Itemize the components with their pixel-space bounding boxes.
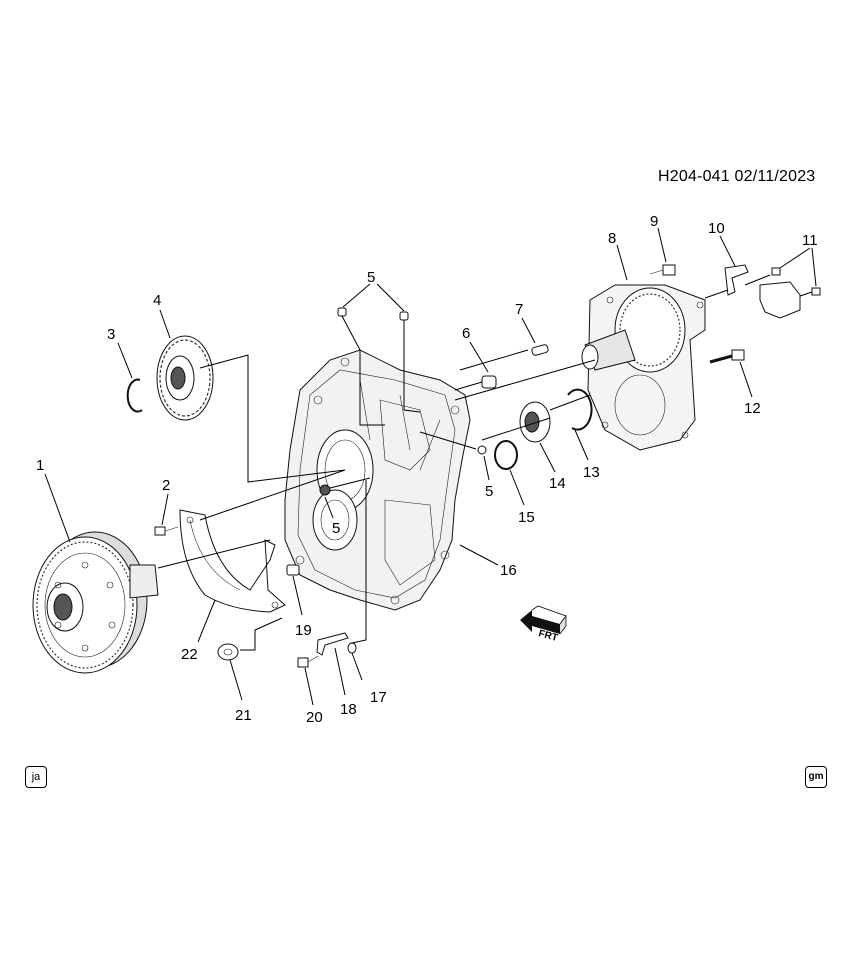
bearing-part-14 [519,401,551,443]
callout-13: 13 [583,464,600,481]
callout-15: 15 [518,509,535,526]
bushing-part-6 [481,375,497,389]
plug-part-5-top-right [399,311,409,321]
callout-9: 9 [650,213,658,230]
oil-baffle-shield [179,509,286,613]
leader-lines [44,227,817,706]
snap-ring-part-13 [567,388,593,431]
front-arrow-icon: FRT [520,605,567,644]
bracket-part-11 [759,267,821,319]
callout-5-middle: 5 [332,520,340,537]
cover-and-shaft-assembly [581,284,706,451]
callout-5-top: 5 [367,269,375,286]
dowel-pin-part-7 [531,344,549,356]
bolt-part-2 [154,526,179,536]
driven-gear-with-bearing [156,335,214,421]
callout-21: 21 [235,707,252,724]
transmission-case-housing [284,349,471,611]
corner-badge-left: ja [25,766,47,788]
callout-10: 10 [708,220,725,237]
callout-4: 4 [153,292,161,309]
plug-part-5-right [477,445,487,455]
front-direction-label: FRT [537,628,559,644]
snap-ring-small [126,378,143,413]
snap-ring-part-15 [494,440,518,470]
callout-17: 17 [370,689,387,706]
bolt-part-12 [709,349,745,364]
callout-20: 20 [306,709,323,726]
callout-8: 8 [608,230,616,247]
bracket-part-10 [724,264,749,296]
callout-16: 16 [500,562,517,579]
bracket-part-18 [316,632,349,656]
callout-6: 6 [462,325,470,342]
differential-ring-gear-assembly [32,531,159,674]
callout-12: 12 [744,400,761,417]
diagram-reference-code: H204-041 02/11/2023 [658,168,816,185]
callout-18: 18 [340,701,357,718]
callout-7: 7 [515,301,523,318]
callout-14: 14 [549,475,566,492]
bolt-part-20 [297,655,319,668]
callout-2: 2 [162,477,170,494]
plug-part-5-middle [319,484,331,496]
callout-11: 11 [802,232,818,249]
bolt-part-9 [649,264,676,276]
callout-5-right: 5 [485,483,493,500]
gm-logo-badge: gm [805,766,827,788]
washer-part-21 [217,643,239,661]
callout-3: 3 [107,326,115,343]
o-ring-part-17 [347,642,357,654]
plug-part-19 [286,564,300,576]
plug-part-5-top-left [337,307,347,317]
callout-19: 19 [295,622,312,639]
callout-22: 22 [181,646,198,663]
callout-1: 1 [36,457,44,474]
callout-labels: 1 2 3 4 5 5 5 6 7 8 9 10 11 12 13 14 15 … [36,213,818,726]
